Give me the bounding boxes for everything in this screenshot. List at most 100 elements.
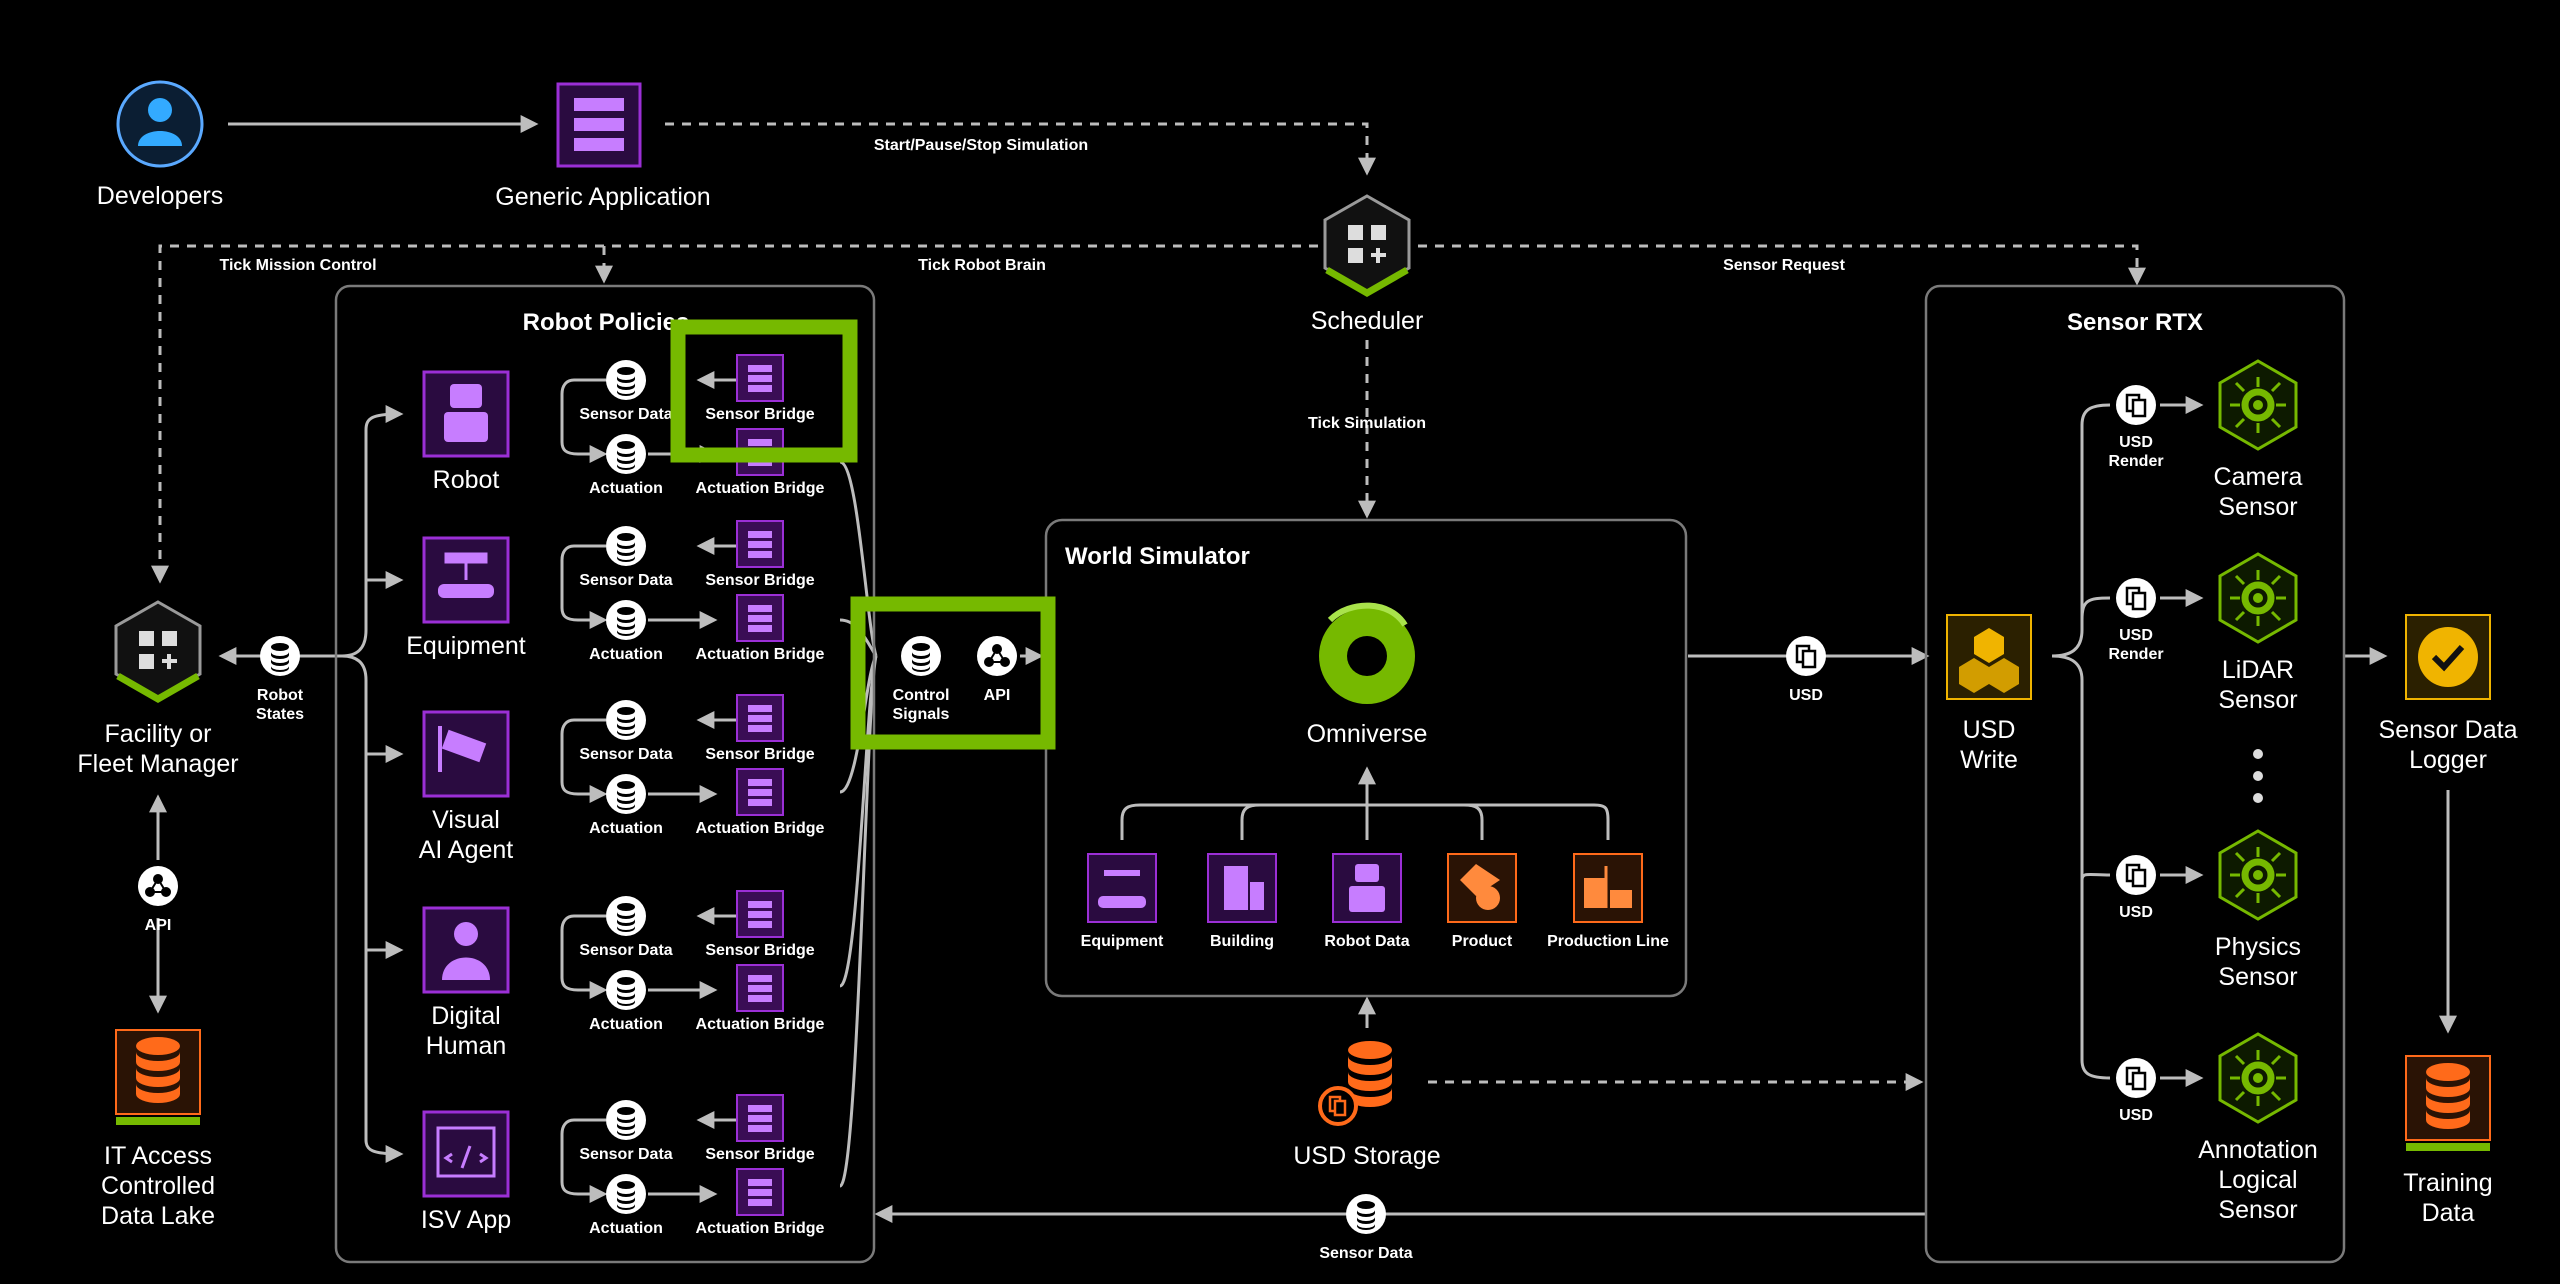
sensor-bridge-highlight (670, 319, 858, 463)
training-line2: Data (2422, 1199, 2475, 1227)
training-data-node[interactable]: Training Data (2403, 1055, 2493, 1227)
sensor-bridge-icon (736, 520, 784, 568)
sensor-conn-line1: USD (2119, 1107, 2153, 1124)
generic-application-label: Generic Application (495, 183, 710, 211)
equipment-icon (1087, 853, 1157, 923)
usd-link-token[interactable]: USD (1784, 634, 1828, 704)
production-line-icon (1573, 853, 1643, 923)
sensor-bridge-label: Sensor Bridge (705, 942, 814, 959)
robot-policies-frame (334, 284, 876, 1264)
data-lake-line1: IT Access (104, 1142, 212, 1170)
database-token-icon (1346, 1194, 1386, 1234)
actuation-bridge-label: Actuation Bridge (696, 1220, 825, 1237)
bottom-sensor-data-label: Sensor Data (1319, 1245, 1412, 1262)
database-token-icon (260, 636, 300, 676)
usd-doc-icon (2114, 576, 2158, 620)
sensor-data-label: Sensor Data (579, 572, 672, 589)
sensor-name-line1: Annotation (2198, 1136, 2318, 1164)
product-icon (1447, 853, 1517, 923)
bottom-sensor-data-token[interactable]: Sensor Data (1319, 1194, 1413, 1262)
developers-label: Developers (97, 182, 223, 210)
sensor-data-label: Sensor Data (579, 942, 672, 959)
usd-write-node[interactable]: USD Write (1946, 614, 2032, 774)
robot-policies-title: Robot Policies (523, 309, 690, 336)
usd-doc-icon (1784, 634, 1828, 678)
sensor-data-token-icon (606, 360, 646, 400)
actuation-token-icon (606, 1174, 646, 1214)
facility-label-line1: Facility or (105, 720, 212, 748)
world-asset[interactable]: Equipment (1081, 853, 1164, 950)
start-pause-stop-label: Start/Pause/Stop Simulation (874, 137, 1088, 154)
world-asset[interactable]: Building (1207, 853, 1277, 950)
world-asset-label: Robot Data (1324, 933, 1409, 950)
sensor-name-line2: Sensor (2218, 493, 2297, 521)
robot-states-line2: States (256, 706, 304, 723)
sensor-data-logger-node[interactable]: Sensor Data Logger (2379, 614, 2518, 774)
agent-label-line1: Equipment (406, 632, 526, 660)
sensor-data-token-icon (606, 896, 646, 936)
data-lake-line2: Controlled (101, 1172, 215, 1200)
robot-states-token[interactable]: Robot States (256, 636, 304, 723)
gear-chip-icon (2220, 831, 2296, 919)
code-window-icon (422, 1110, 510, 1198)
sensor-data-token-icon (606, 526, 646, 566)
data-lake-node[interactable]: IT Access Controlled Data Lake (101, 1029, 215, 1230)
world-asset[interactable]: Production Line (1547, 853, 1669, 950)
sensor-name-line2: Logical (2218, 1166, 2297, 1194)
actuation-bridge-label: Actuation Bridge (696, 646, 825, 663)
sensor-name-line1: Camera (2214, 463, 2303, 491)
actuation-label: Actuation (589, 480, 663, 497)
agent-label-line2: Human (426, 1032, 507, 1060)
world-asset-label: Equipment (1081, 933, 1164, 950)
actuation-label: Actuation (589, 646, 663, 663)
omniverse-node[interactable]: Omniverse (1307, 602, 1428, 748)
sensor-data-token-icon (606, 1100, 646, 1140)
data-lake-line3: Data Lake (101, 1202, 215, 1230)
sensor-rtx-title: Sensor RTX (2067, 309, 2203, 336)
scheduler-label: Scheduler (1311, 307, 1424, 335)
database-token-icon (901, 636, 941, 676)
robot-data-icon (1332, 853, 1402, 923)
usd-storage-node[interactable]: USD Storage (1293, 1041, 1441, 1170)
actuation-token-icon (606, 970, 646, 1010)
sensor-list: USDRenderCameraSensorUSDRenderLiDARSenso… (2108, 361, 2318, 1224)
sensor-bridge-label: Sensor Bridge (705, 746, 814, 763)
left-api-label: API (145, 917, 172, 934)
world-asset[interactable]: Product (1447, 853, 1517, 950)
agent-label-line1: Visual (432, 806, 500, 834)
control-signals-group[interactable]: Control Signals API (893, 635, 1018, 723)
gear-chip-icon (2220, 554, 2296, 642)
database-icon (1318, 1041, 1392, 1126)
facility-manager-node[interactable]: Facility or Fleet Manager (77, 602, 239, 778)
world-simulator-title: World Simulator (1065, 543, 1250, 570)
api-icon (976, 635, 1018, 677)
usd-link-label: USD (1789, 687, 1823, 704)
generic-application-node[interactable]: Generic Application (495, 82, 711, 211)
facility-label-line2: Fleet Manager (77, 750, 238, 778)
usd-write-line1: USD (1963, 716, 2016, 744)
sensor-name-line3: Sensor (2218, 1196, 2297, 1224)
left-api-token[interactable]: API (137, 865, 179, 934)
usd-cubes-icon (1946, 614, 2032, 700)
grid-plus-icon (1325, 196, 1409, 293)
usd-write-line2: Write (1960, 746, 2018, 774)
control-signals-line2: Signals (893, 706, 950, 723)
tick-mission-control-label: Tick Mission Control (219, 257, 376, 274)
world-asset[interactable]: Robot Data (1324, 853, 1410, 950)
usd-doc-icon (2114, 383, 2158, 427)
training-line1: Training (2403, 1169, 2492, 1197)
scheduler-node[interactable]: Scheduler (1311, 196, 1424, 335)
developers-node[interactable]: Developers (97, 80, 223, 210)
actuation-bridge-icon (736, 964, 784, 1012)
